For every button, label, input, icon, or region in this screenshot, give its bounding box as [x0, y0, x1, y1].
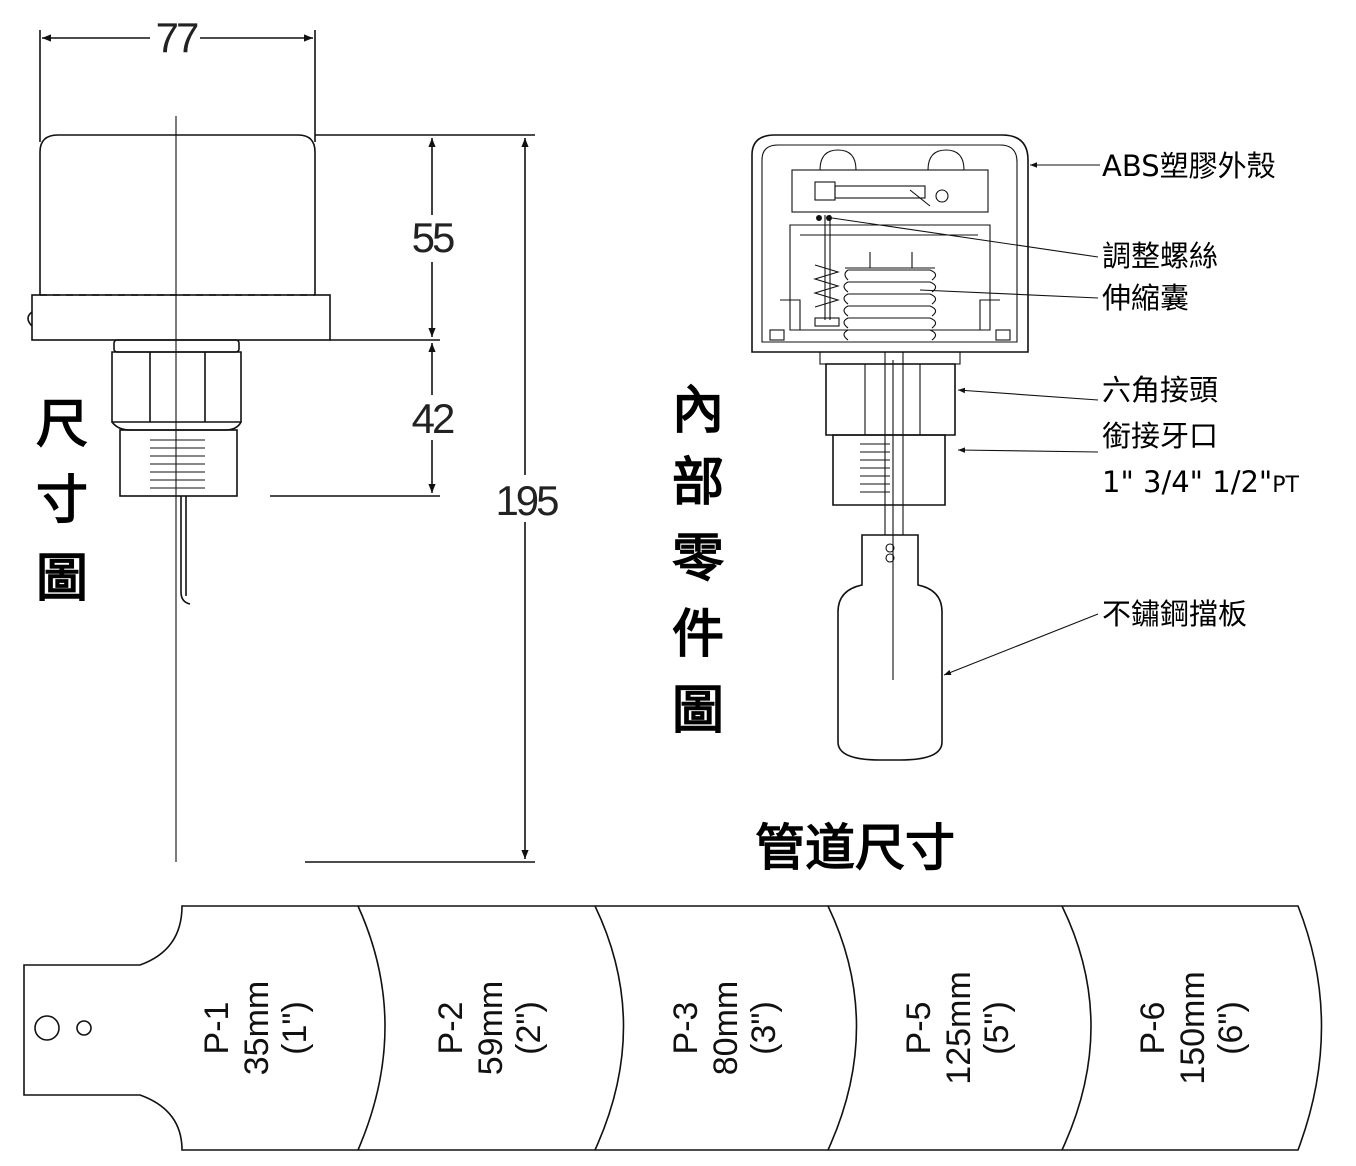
mount-hole-large	[34, 1015, 60, 1041]
internal-title-char-1: 內	[672, 381, 724, 441]
internal-parts-drawing: 內 部 零 件 圖	[672, 134, 1300, 761]
paddle-segment-p2: P-2 59mm (2")	[432, 981, 548, 1075]
housing-callout: ABS塑膠外殼	[1102, 149, 1276, 183]
bellows	[843, 252, 937, 341]
housing-base	[31, 294, 331, 341]
paddle-size-in: (5")	[978, 1001, 1016, 1055]
bellows-callout: 伸縮囊	[1102, 281, 1189, 315]
paddle-size-in: (1")	[276, 1001, 314, 1055]
paddle-segment-p5: P-5 125mm (5")	[900, 971, 1016, 1084]
paddle-callout: 不鏽鋼擋板	[1102, 597, 1247, 631]
paddle-size-mm: 150mm	[1174, 971, 1212, 1084]
paddle-size-mm: 80mm	[707, 981, 745, 1075]
pipe-size-title: 管道尺寸	[755, 819, 955, 877]
internal-title-char-3: 零	[672, 529, 725, 589]
paddle-segment-p3: P-3 80mm (3")	[667, 981, 783, 1075]
paddle-stem	[180, 496, 191, 605]
abs-housing	[751, 134, 1029, 353]
thread-section	[119, 429, 238, 497]
dimension-title-char-1: 尺	[36, 395, 88, 455]
width-dimension: 77	[39, 14, 316, 142]
lower-height-label: 42	[412, 395, 454, 442]
paddle-model: P-1	[198, 1002, 236, 1055]
dimension-drawing: 77	[27, 14, 561, 863]
hex-fitting-callout: 六角接頭	[1102, 373, 1218, 407]
thread-callout: 銜接牙口	[1102, 419, 1218, 453]
stainless-paddle	[837, 534, 943, 761]
internal-title-char-5: 圖	[672, 681, 724, 741]
paddle-size-mm: 125mm	[940, 971, 978, 1084]
internal-hex-fitting	[825, 363, 956, 436]
paddle-model: P-6	[1134, 1002, 1172, 1055]
dimension-title-char-2: 寸	[36, 471, 88, 531]
thread-size-suffix: PT	[1272, 473, 1299, 498]
thread-size-callout: 1" 3/4" 1/2"PT	[1102, 465, 1300, 499]
dimension-title-char-3: 圖	[36, 549, 88, 609]
total-height-label: 195	[495, 477, 558, 524]
paddle-segment-p1: P-1 35mm (1")	[198, 981, 314, 1075]
paddle-size-in: (3")	[745, 1001, 783, 1055]
housing-cap	[39, 134, 316, 295]
thread-size-main: 1" 3/4" 1/2"	[1102, 465, 1272, 499]
mount-hole-small	[76, 1020, 92, 1036]
paddle-model: P-3	[667, 1002, 705, 1055]
paddle-outline	[23, 905, 1323, 1151]
paddle-size-mm: 59mm	[472, 981, 510, 1075]
pipe-size-chart: 管道尺寸 P-1 35mm (1") P-2 59mm (2") P-3 80m…	[23, 819, 1323, 1151]
upper-height-label: 55	[412, 214, 454, 261]
internal-title-char-2: 部	[672, 453, 724, 513]
paddle-size-in: (2")	[510, 1001, 548, 1055]
paddle-model: P-2	[432, 1002, 470, 1055]
paddle-segment-p6: P-6 150mm (6")	[1134, 971, 1250, 1084]
paddle-size-in: (6")	[1212, 1001, 1250, 1055]
internal-thread	[832, 434, 946, 506]
adjust-screw-callout: 調整螺絲	[1102, 239, 1218, 273]
width-label: 77	[156, 14, 198, 61]
internal-title-char-4: 件	[672, 605, 724, 665]
paddle-size-mm: 35mm	[238, 981, 276, 1075]
paddle-model: P-5	[900, 1002, 938, 1055]
